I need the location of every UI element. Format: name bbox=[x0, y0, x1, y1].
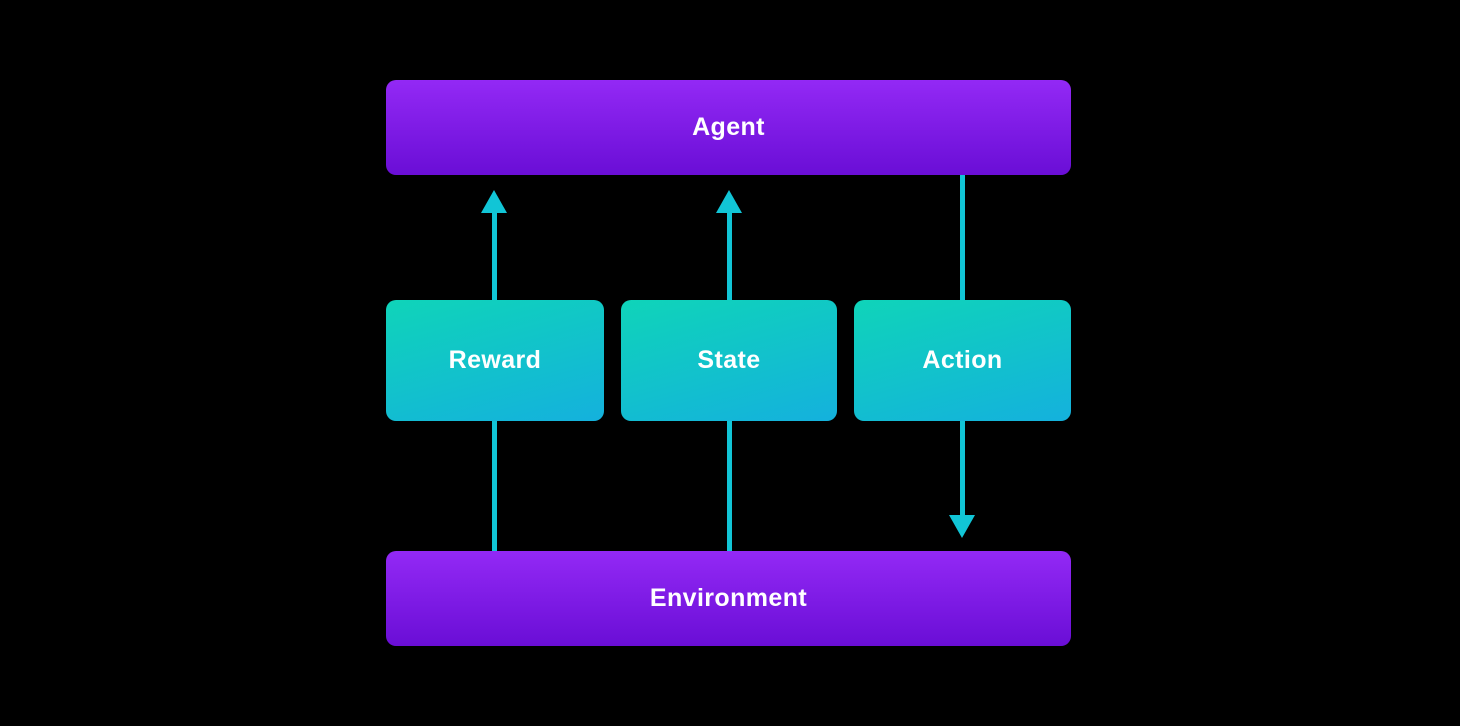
node-state: State bbox=[621, 300, 837, 421]
node-action: Action bbox=[854, 300, 1071, 421]
node-state-label: State bbox=[697, 346, 761, 374]
node-reward: Reward bbox=[386, 300, 604, 421]
arrow-up-icon bbox=[481, 190, 507, 213]
arrow-up-icon bbox=[716, 190, 742, 213]
arrow-down-icon bbox=[949, 515, 975, 538]
node-environment: Environment bbox=[386, 551, 1071, 646]
node-agent: Agent bbox=[386, 80, 1071, 175]
node-agent-label: Agent bbox=[692, 113, 765, 141]
node-environment-label: Environment bbox=[649, 584, 808, 612]
node-action-label: Action bbox=[922, 346, 1003, 374]
node-reward-label: Reward bbox=[448, 346, 542, 374]
